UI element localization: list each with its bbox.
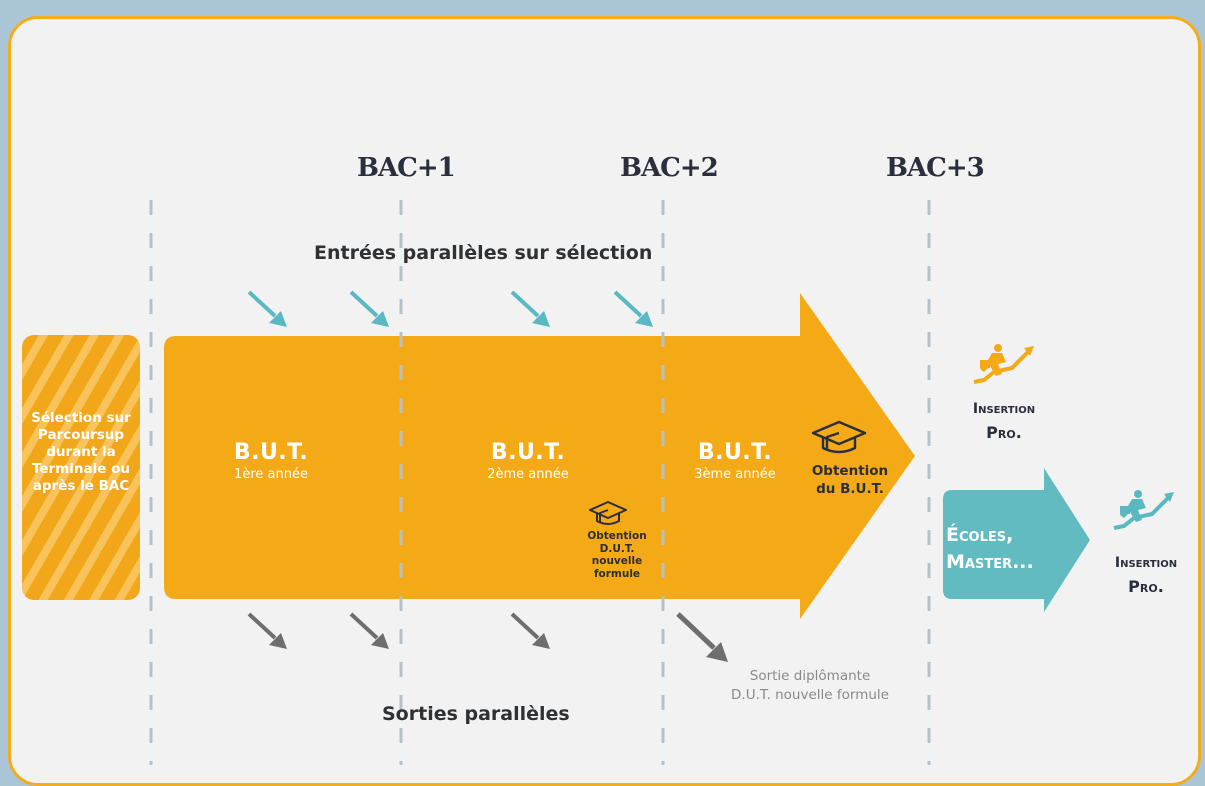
sortie-diplomante-label: Sortie diplômante D.U.T. nouvelle formul…: [720, 667, 900, 705]
exit-arrow: [510, 612, 550, 649]
graduation-cap-icon: [589, 501, 627, 525]
year-block-1: B.U.T. 1ère année: [186, 440, 356, 482]
obtention-line: Obtention: [811, 463, 889, 479]
entry-arrows: [247, 290, 653, 327]
insertion-pro-label: Insertion Pro.: [954, 397, 1054, 445]
selection-box: [22, 335, 140, 600]
obtention-line: du B.U.T.: [816, 481, 884, 497]
year-title: B.U.T.: [490, 440, 566, 465]
ecoles-line: Master...: [946, 551, 1034, 573]
entry-arrow: [247, 290, 287, 327]
year-block-3: B.U.T. 3ème année: [650, 440, 820, 482]
bac-divider-lines: [149, 200, 931, 765]
exit-arrow-diplomante: [676, 612, 728, 662]
year-subtitle: 2ème année: [487, 467, 569, 482]
sortie-line: D.U.T. nouvelle formule: [731, 687, 889, 703]
entry-arrow: [510, 290, 550, 327]
selection-text: Sélection sur Parcoursup durant la Termi…: [22, 410, 140, 495]
insertion-line: Pro.: [986, 423, 1022, 442]
year-title: B.U.T.: [233, 440, 309, 465]
obtention-line: nouvelle: [591, 555, 643, 567]
entry-arrow: [349, 290, 389, 327]
ecoles-label: Écoles, Master...: [946, 522, 1066, 576]
selection-line: Terminale ou: [31, 461, 130, 477]
running-businessman-icon: [1113, 490, 1174, 530]
but-main-arrow: [164, 293, 915, 619]
ecoles-line: Écoles,: [946, 524, 1014, 546]
obtention-line: Obtention: [587, 530, 647, 542]
obtention-line: D.U.T.: [599, 542, 635, 555]
entrees-title: Entrées parallèles sur sélection: [314, 242, 653, 264]
sortie-line: Sortie diplômante: [749, 668, 871, 684]
obtention-dut-label: Obtention D.U.T. nouvelle formule: [572, 530, 662, 580]
bac-label: BAC+1: [357, 153, 456, 183]
year-subtitle: 3ème année: [694, 467, 776, 482]
exit-arrows: [247, 612, 728, 662]
graduation-cap-icon: [811, 420, 867, 454]
year-block-2: B.U.T. 2ème année: [443, 440, 613, 482]
insertion-line: Insertion: [972, 401, 1036, 417]
running-businessman-icon: [973, 344, 1034, 384]
selection-line: Parcoursup: [37, 427, 125, 443]
insertion-pro-label: Insertion Pro.: [1096, 551, 1196, 599]
exit-arrow: [349, 612, 389, 649]
bac-label: BAC+3: [886, 153, 985, 183]
selection-line: durant la: [46, 444, 116, 460]
insertion-line: Insertion: [1114, 555, 1178, 571]
ecoles-arrow: [943, 468, 1090, 612]
year-title: B.U.T.: [697, 440, 773, 465]
year-subtitle: 1ère année: [234, 467, 308, 482]
insertion-line: Pro.: [1128, 577, 1164, 596]
bac-label: BAC+2: [620, 153, 719, 183]
obtention-line: formule: [593, 567, 641, 580]
selection-line: après le BAC: [32, 478, 130, 494]
entry-arrow: [613, 290, 653, 327]
obtention-but-label: Obtention du B.U.T.: [795, 462, 905, 498]
selection-line: Sélection sur: [31, 410, 131, 426]
exit-arrow: [247, 612, 287, 649]
sorties-title: Sorties parallèles: [382, 703, 570, 725]
